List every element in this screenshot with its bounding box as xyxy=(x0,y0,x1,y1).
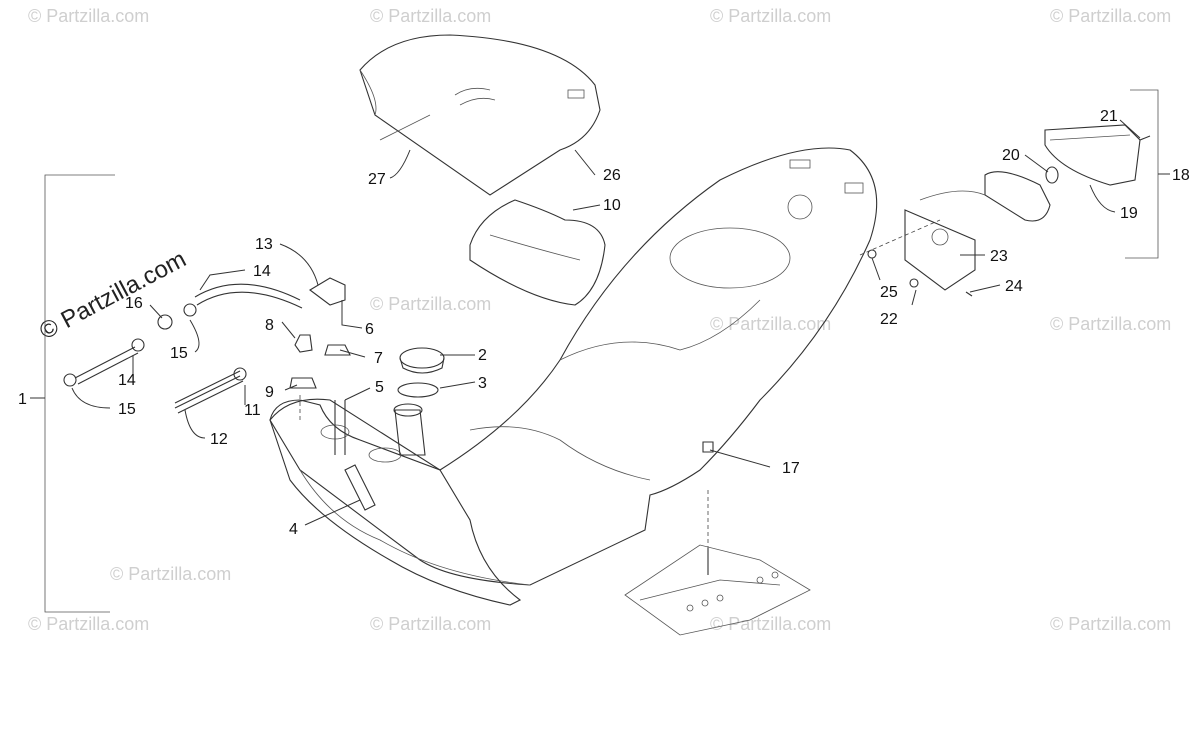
pickup-tube-part xyxy=(334,400,346,455)
tail-light-housing-part xyxy=(919,171,1051,222)
fitting-part xyxy=(63,373,77,387)
tail-light-lens-part xyxy=(1044,124,1141,186)
callout-23: 23 xyxy=(990,248,1008,265)
valve-part xyxy=(309,277,346,306)
gas-cap-part xyxy=(399,347,445,374)
callout-labels: 1 2 3 4 5 6 7 8 9 10 11 12 13 14 14 15 1… xyxy=(18,108,1190,538)
callout-20: 20 xyxy=(1002,147,1020,164)
callout-21: 21 xyxy=(1100,108,1118,125)
o-ring-part xyxy=(397,382,439,398)
callout-15a: 15 xyxy=(170,345,188,362)
bracket-group-18 xyxy=(1125,89,1159,259)
nut-part xyxy=(909,278,919,288)
tail-light-bracket-part xyxy=(904,209,976,291)
fitting-part xyxy=(183,303,197,317)
callout-14b: 14 xyxy=(118,372,136,389)
chassis-section xyxy=(624,544,811,636)
hose-part-outline xyxy=(174,370,244,414)
callout-12: 12 xyxy=(210,431,228,448)
watermark-text: © Partzilla.com xyxy=(710,314,831,334)
seat-cover-part xyxy=(359,34,601,196)
callout-3: 3 xyxy=(478,375,487,392)
watermark-text: © Partzilla.com xyxy=(710,6,831,26)
callout-1: 1 xyxy=(18,391,27,408)
callout-27: 27 xyxy=(368,171,386,188)
seat-pad-part xyxy=(469,199,606,306)
watermark-text: © Partzilla.com xyxy=(710,614,831,634)
hose-part xyxy=(74,346,136,379)
callout-2: 2 xyxy=(478,347,487,364)
callout-19: 19 xyxy=(1120,205,1138,222)
watermark-text: © Partzilla.com xyxy=(370,6,491,26)
grommet-part xyxy=(289,377,317,389)
hose-part xyxy=(174,375,241,409)
leader-lines xyxy=(71,119,1141,526)
watermark-text: © Partzilla.com xyxy=(28,6,149,26)
fitting-part xyxy=(233,367,247,381)
callout-8: 8 xyxy=(265,317,274,334)
watermark-text: © Partzilla.com xyxy=(110,564,231,584)
callout-9: 9 xyxy=(265,384,274,401)
callout-16: 16 xyxy=(125,295,143,312)
callout-22: 22 xyxy=(880,311,898,328)
callout-11: 11 xyxy=(244,402,261,419)
watermark-text: © Partzilla.com xyxy=(1050,314,1171,334)
screw-part xyxy=(1139,135,1151,141)
nut-part xyxy=(702,441,714,453)
grommet-part xyxy=(324,344,351,356)
fitting-part xyxy=(157,314,173,330)
nut-part xyxy=(867,249,877,259)
screw-part xyxy=(965,291,973,297)
hose-part xyxy=(77,352,139,385)
callout-25: 25 xyxy=(880,284,898,301)
watermark-group: © Partzilla.com © Partzilla.com © Partzi… xyxy=(28,6,1171,634)
fitting-part xyxy=(131,338,145,352)
callout-14a: 14 xyxy=(253,263,271,280)
watermark-text: © Partzilla.com xyxy=(370,614,491,634)
watermark-text: © Partzilla.com xyxy=(1050,614,1171,634)
watermark-text: © Partzilla.com xyxy=(28,614,149,634)
callout-5: 5 xyxy=(375,379,384,396)
watermark-text: © Partzilla.com xyxy=(370,294,491,314)
callout-4: 4 xyxy=(289,521,298,538)
bracket-group-1 xyxy=(44,174,115,613)
callout-6: 6 xyxy=(365,321,374,338)
callout-10: 10 xyxy=(603,197,621,214)
hose-part xyxy=(194,283,301,301)
callout-18: 18 xyxy=(1172,167,1190,184)
seat-body-part xyxy=(269,147,878,586)
centerline xyxy=(859,219,941,256)
callout-24: 24 xyxy=(1005,278,1023,295)
main-watermark: © Partzilla.com xyxy=(35,246,190,346)
callout-15b: 15 xyxy=(118,401,136,418)
callout-13: 13 xyxy=(255,236,273,253)
fuel-tank-part xyxy=(269,399,522,606)
callout-26: 26 xyxy=(603,167,621,184)
callout-17: 17 xyxy=(782,460,800,477)
hose-part xyxy=(196,291,303,309)
watermark-text: © Partzilla.com xyxy=(1050,6,1171,26)
callout-7: 7 xyxy=(374,350,383,367)
fitting-part xyxy=(294,334,313,353)
bulb-part xyxy=(1045,166,1059,184)
